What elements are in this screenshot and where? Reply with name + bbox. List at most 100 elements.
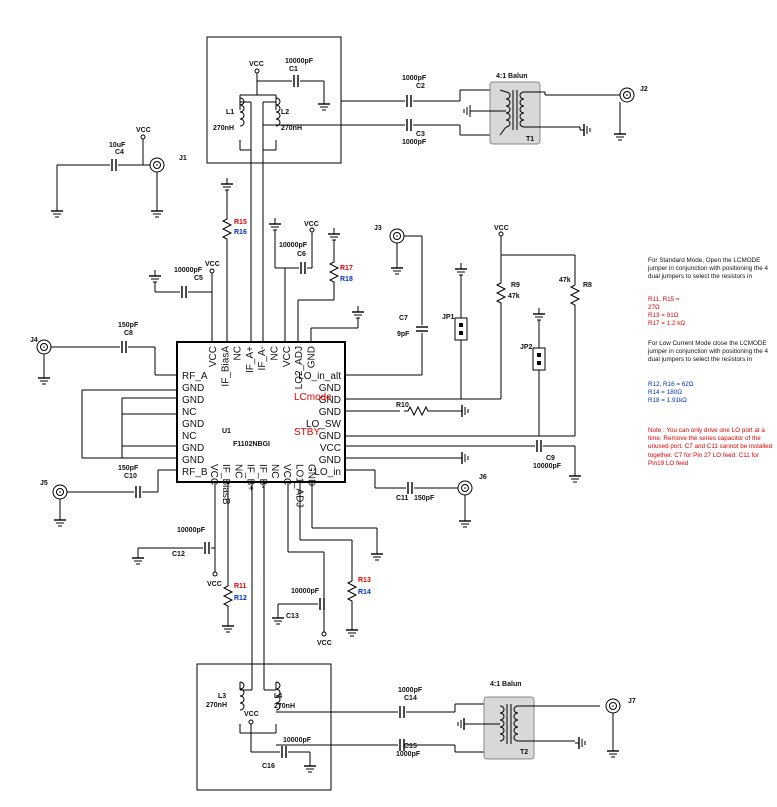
c2-ref: C2 <box>416 83 425 90</box>
j4-label: J4 <box>30 337 38 344</box>
ic-pin-left: GND <box>182 383 204 394</box>
std-value-4: R17 = 1.2 kΩ <box>648 320 686 325</box>
c14-value: 1000pF <box>398 687 423 694</box>
ic-pin-right: LO_SW <box>306 419 342 430</box>
c7-ref: C7 <box>399 315 408 322</box>
jumper-jp1[interactable] <box>454 317 468 341</box>
j6-label: J6 <box>479 474 487 481</box>
c2-value: 1000pF <box>402 75 427 82</box>
ic-pin-bottom: NC <box>232 464 243 478</box>
j1-label: J1 <box>179 155 187 162</box>
c1-ref: C1 <box>289 66 298 73</box>
ic-pin-right: GND <box>319 395 341 406</box>
l1-ref: L1 <box>226 109 234 116</box>
c10-value: 150pF <box>118 465 139 472</box>
vcc-label: VCC <box>205 261 220 268</box>
jumper-jp2[interactable] <box>532 347 546 371</box>
resistor-r17-icon <box>329 258 339 284</box>
lc-value-3: R18 = 1.91kΩ <box>648 397 687 404</box>
c5-value: 10000pF <box>174 267 203 274</box>
resistor-r8-icon <box>570 281 580 307</box>
ic-pin-left: NC <box>182 407 196 418</box>
standard-mode-note: For Standard Mode, Open the LCMODE jumpe… <box>648 257 769 281</box>
lo-port-note: Note : You can only drive one LO port at… <box>648 427 773 467</box>
l4-ref: L4 <box>274 693 282 700</box>
r9-value: 47k <box>508 293 520 300</box>
std-value-1: R11, R15 = <box>648 296 680 303</box>
c11-value: 150pF <box>414 495 435 502</box>
ic-pin-right: GND <box>319 407 341 418</box>
vcc-label: VCC <box>136 127 151 134</box>
ic-pin-right: LO_in_alt <box>298 371 341 382</box>
ic-part-number: F1102NBGI <box>233 441 270 448</box>
ic-pin-tag: STBY <box>294 427 320 438</box>
r12-ref: R12 <box>234 595 247 602</box>
j2-label: J2 <box>640 86 648 93</box>
vcc-label: VCC <box>249 61 264 68</box>
ic-pin-right: LO_in <box>314 467 341 478</box>
c13-ref: C13 <box>286 613 299 620</box>
lc-value-1: R12, R16 = 62Ω <box>648 381 694 388</box>
r8-ref: R8 <box>583 282 592 289</box>
inductor-l2-icon <box>275 97 281 127</box>
r13-ref: R13 <box>358 577 371 584</box>
ic-pin-right: GND <box>319 431 341 442</box>
if-b-shield-box <box>196 663 332 791</box>
ic-pin-left: GND <box>182 419 204 430</box>
vcc-label: VCC <box>207 581 222 588</box>
ic-pin-bottom: IF_B- <box>257 464 268 488</box>
c8-ref: C8 <box>124 330 133 337</box>
ic-pin-left: RF_B <box>182 467 208 478</box>
c4-ref: C4 <box>115 149 124 156</box>
coax-j5-icon <box>52 484 68 500</box>
ic-pin-top: LO2_ADJ <box>294 346 305 389</box>
r15-ref: R15 <box>234 219 247 226</box>
resistor-r13-icon <box>347 577 357 603</box>
t2-label: 4:1 Balun <box>490 681 522 688</box>
ic-pin-bottom: IF_B+ <box>245 464 256 491</box>
jp2-label: JP2 <box>520 344 533 351</box>
j5-label: J5 <box>40 480 48 487</box>
std-value-3: R13 = 91Ω <box>648 312 679 319</box>
c1-value: 10000pF <box>285 58 314 65</box>
balun-t1 <box>489 81 541 145</box>
inductor-l3-icon <box>239 681 245 711</box>
c5-ref: C5 <box>194 275 203 282</box>
ic-pin-left: NC <box>182 431 196 442</box>
coax-j2-icon <box>619 87 635 103</box>
ic-pin-top: IF_A- <box>257 346 268 370</box>
balun-t2 <box>483 696 535 760</box>
resistor-r9-icon <box>496 279 506 305</box>
t1-label: 4:1 Balun <box>496 73 528 80</box>
l4-value: 270nH <box>274 703 295 710</box>
c16-value: 10000pF <box>283 737 312 744</box>
ic-pin-left: RF_A <box>182 371 208 382</box>
ic-pin-right: GND <box>319 455 341 466</box>
ic-pin-top: NC <box>233 346 244 360</box>
j3-label: J3 <box>374 225 382 232</box>
c4-value: 10uF <box>109 142 126 149</box>
ic-pin-bottom: VCC <box>281 464 292 485</box>
c9-value: 10000pF <box>533 463 562 470</box>
ic-pin-top: NC <box>270 346 281 360</box>
r14-ref: R14 <box>358 589 371 596</box>
r10-ref: R10 <box>396 402 409 409</box>
c6-value: 10000pF <box>279 242 308 249</box>
jp1-label: JP1 <box>442 314 455 321</box>
coax-j6-icon <box>457 480 473 496</box>
c7-value: 9pF <box>397 331 410 338</box>
t1-ref: T1 <box>526 136 534 143</box>
ic-body <box>176 341 346 483</box>
c14-ref: C14 <box>404 695 417 702</box>
r17-ref: R17 <box>340 265 353 272</box>
c16-ref: C16 <box>262 763 275 770</box>
low-current-note: For Low Current Mode close the LCMODE ju… <box>648 340 769 364</box>
c12-value: 10000pF <box>177 527 206 534</box>
vcc-label: VCC <box>494 225 509 232</box>
ic-pin-top: IF_BiasA <box>220 346 231 387</box>
c9-ref: C9 <box>546 455 555 462</box>
c15-value: 1000pF <box>396 751 421 758</box>
c12-ref: C12 <box>172 551 185 558</box>
